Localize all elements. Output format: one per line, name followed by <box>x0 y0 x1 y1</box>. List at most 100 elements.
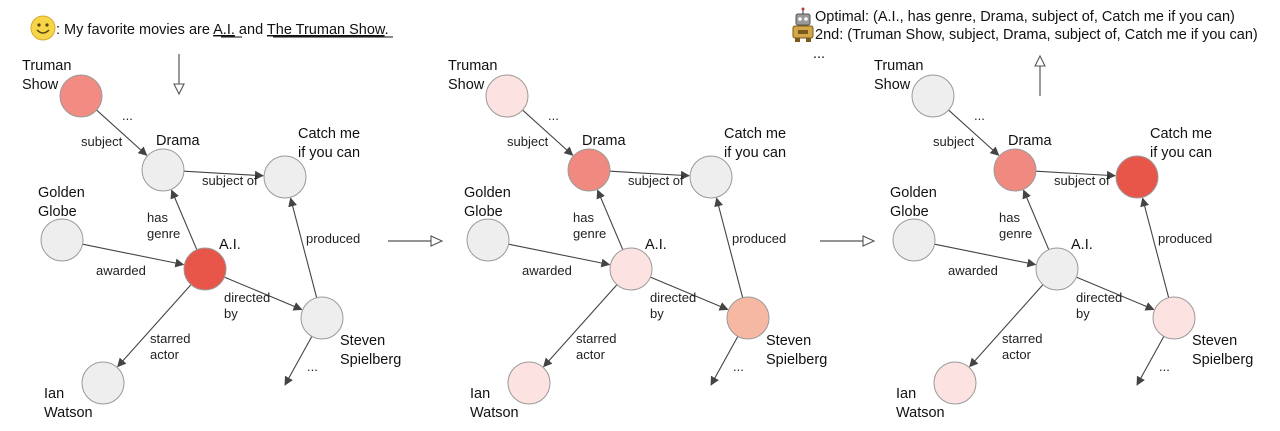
ellipsis-spielberg: ... <box>307 359 318 374</box>
edge-starred-actor <box>543 284 618 368</box>
edge-label-subject: subject <box>81 134 123 149</box>
edge-starred-actor <box>117 284 192 368</box>
ellipsis-truman: ... <box>122 108 133 123</box>
panel1-to-panel2-arrow <box>388 235 444 247</box>
node-catchme <box>263 155 307 199</box>
edge-subject <box>522 109 574 156</box>
node-label-drama: Drama <box>1008 133 1052 149</box>
edge-directed-by <box>650 276 729 311</box>
edge-label-produced: produced <box>732 231 786 246</box>
output-block: Optimal: (A.I., has genre, Drama, subjec… <box>792 7 1258 62</box>
node-drama <box>567 148 611 192</box>
node-ai <box>183 247 227 291</box>
ellipsis-spielberg: ... <box>733 359 744 374</box>
query-between: and <box>235 22 267 38</box>
ellipsis-spielberg: ... <box>1159 359 1170 374</box>
edge-awarded <box>82 243 185 268</box>
edge-has-genre <box>170 189 198 250</box>
node-golden <box>892 218 936 262</box>
edge-directed-by <box>1076 276 1155 311</box>
ellipsis-truman: ... <box>548 108 559 123</box>
query-movie-truman: The Truman Show <box>267 22 386 38</box>
edge-label-subject: subject <box>933 134 975 149</box>
node-ai <box>609 247 653 291</box>
edge-awarded <box>934 243 1037 268</box>
node-truman <box>911 74 955 118</box>
node-spielberg <box>300 296 344 340</box>
edge-label-awarded: awarded <box>948 263 998 278</box>
query-text: : My favorite movies are A.I. and The Tr… <box>56 22 389 38</box>
node-truman <box>485 74 529 118</box>
node-ian <box>933 361 977 405</box>
node-catchme <box>1115 155 1159 199</box>
output-ellipsis: ... <box>813 46 825 62</box>
edge-label-subject-of: subject of <box>1054 173 1110 188</box>
edge-starred-actor <box>969 284 1044 368</box>
node-catchme <box>689 155 733 199</box>
output-up-arrow <box>1034 54 1046 96</box>
edge-has-genre <box>1022 189 1050 250</box>
output-optimal: Optimal: (A.I., has genre, Drama, subjec… <box>815 9 1235 25</box>
query-line: : My favorite movies are A.I. and The Tr… <box>30 15 393 41</box>
edge-subject <box>948 109 1000 156</box>
edge-subject <box>96 109 148 156</box>
edge-label-subject-of: subject of <box>628 173 684 188</box>
edge-produced <box>1140 197 1170 298</box>
edge-label-subject-of: subject of <box>202 173 258 188</box>
edge-produced <box>288 197 318 298</box>
edge-ellipsis <box>1136 336 1165 386</box>
edge-subject-of <box>1035 170 1116 180</box>
node-spielberg <box>1152 296 1196 340</box>
query-down-arrow <box>173 54 185 96</box>
node-label-ai: A.I. <box>645 237 667 253</box>
node-ian <box>507 361 551 405</box>
node-label-ai: A.I. <box>1071 237 1093 253</box>
edge-label-awarded: awarded <box>522 263 572 278</box>
edge-subject-of <box>609 170 690 180</box>
node-label-ai: A.I. <box>219 237 241 253</box>
node-spielberg <box>726 296 770 340</box>
robot-icon <box>792 7 814 42</box>
node-label-drama: Drama <box>582 133 626 149</box>
edge-awarded <box>508 243 611 268</box>
smiley-face-icon <box>30 15 56 41</box>
node-label-drama: Drama <box>156 133 200 149</box>
query-movie-ai: A.I. <box>213 22 235 38</box>
node-drama <box>141 148 185 192</box>
node-ai <box>1035 247 1079 291</box>
edge-produced <box>714 197 744 298</box>
query-prefix: : My favorite movies are <box>56 22 213 38</box>
edge-ellipsis <box>710 336 739 386</box>
node-golden <box>466 218 510 262</box>
panel2-to-panel3-arrow <box>820 235 876 247</box>
edge-directed-by <box>224 276 303 311</box>
ellipsis-truman: ... <box>974 108 985 123</box>
output-second: 2nd: (Truman Show, subject, Drama, subje… <box>815 27 1258 43</box>
